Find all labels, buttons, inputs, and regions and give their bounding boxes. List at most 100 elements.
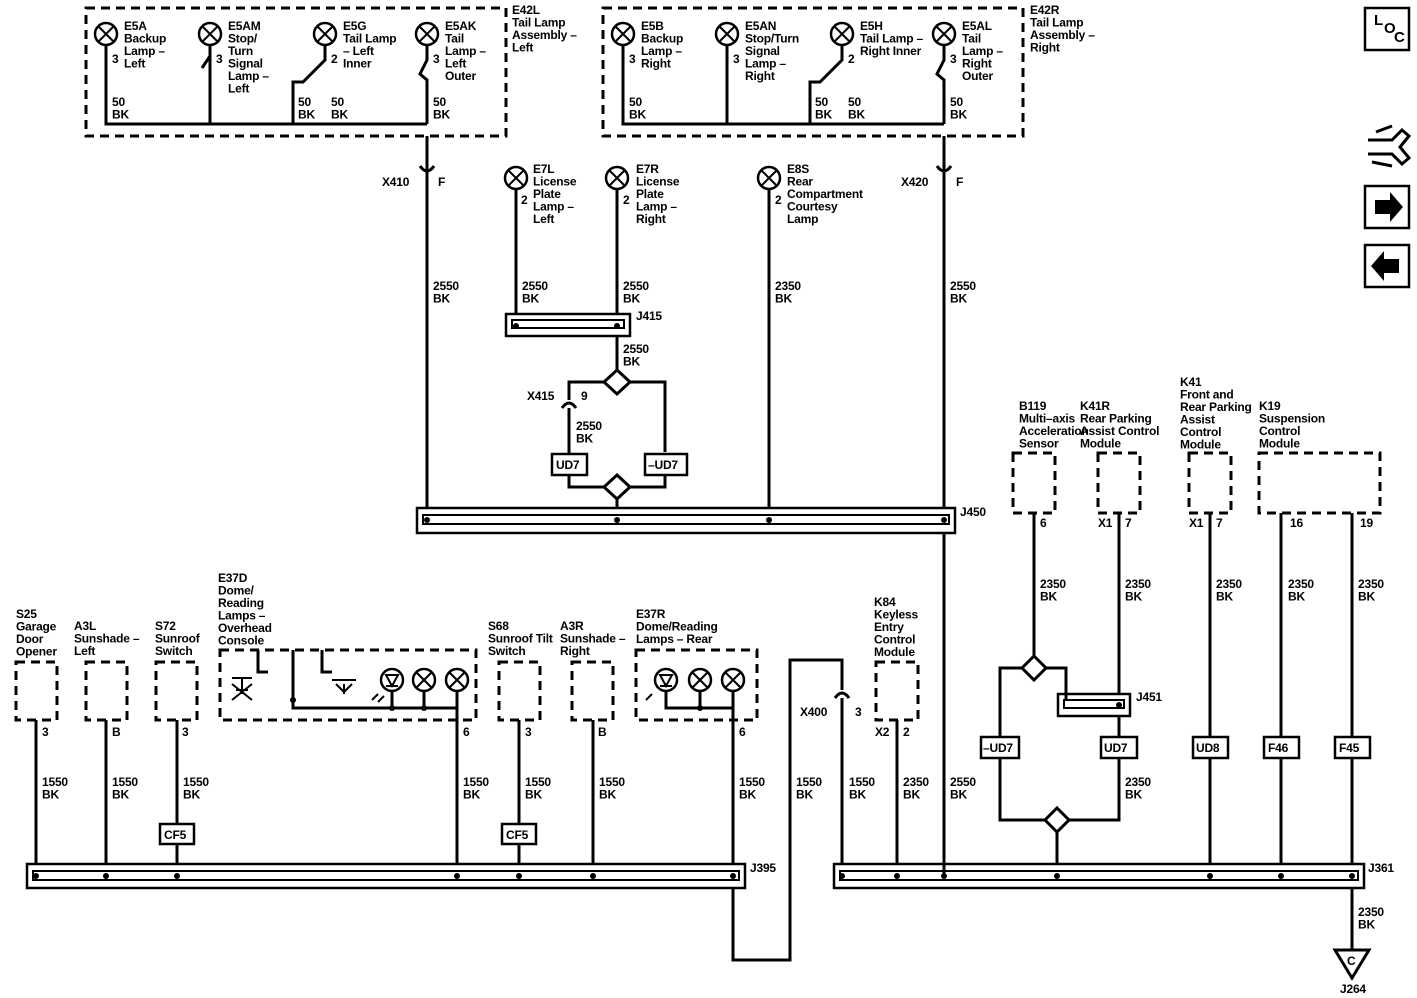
- j451-label: J451: [1136, 690, 1162, 704]
- option-f46: F46: [1268, 741, 1289, 755]
- b119-pin: 6: [1040, 516, 1047, 530]
- option-ud7: UD7: [1104, 741, 1128, 755]
- e5b-lamp-icon: [610, 21, 636, 47]
- e7r-lamp-icon: [604, 165, 630, 191]
- x410-label: X410: [382, 175, 410, 189]
- e5a-pin: 3: [112, 52, 119, 66]
- x410-pin: F: [438, 175, 445, 189]
- option-not-ud7: –UD7: [648, 458, 678, 472]
- s72-pin: 3: [182, 725, 189, 739]
- j361-label: J361: [1368, 861, 1394, 875]
- e37d-pin: 6: [463, 725, 470, 739]
- e5al-pin: 3: [950, 52, 957, 66]
- e8s-lamp-icon: [756, 165, 782, 191]
- dome-lamp-icon: [687, 667, 713, 693]
- k41r-connector: X1: [1098, 516, 1113, 530]
- s72-box: [154, 660, 199, 722]
- connector-icon[interactable]: [1368, 124, 1412, 168]
- ground-symbol: [1332, 948, 1372, 981]
- a3r-pin: B: [598, 725, 607, 739]
- a3l-box: [84, 660, 129, 722]
- option-ud8: UD8: [1196, 741, 1220, 755]
- j361-splice: [832, 862, 1366, 890]
- e7l-pin: 2: [521, 193, 528, 207]
- arrow-right-button[interactable]: [1363, 184, 1411, 230]
- e37d-box: [218, 648, 478, 722]
- e37r-pin: 6: [739, 725, 746, 739]
- arrow-left-button[interactable]: [1363, 243, 1411, 289]
- e5an-lamp-icon: [714, 21, 740, 47]
- option-ud7: UD7: [556, 458, 580, 472]
- x400-pin: 3: [855, 705, 862, 719]
- option-f45: F45: [1339, 741, 1360, 755]
- k41-connector: X1: [1189, 516, 1204, 530]
- j395-label: J395: [750, 861, 776, 875]
- loc-button[interactable]: L O C: [1363, 6, 1411, 52]
- e5al-lamp-icon: [931, 21, 957, 47]
- option-cf5: CF5: [506, 828, 529, 842]
- e5an-pin: 3: [733, 52, 740, 66]
- j450-splice: [415, 506, 957, 535]
- loc-letter: O: [1384, 20, 1396, 37]
- j450-label: J450: [960, 505, 986, 519]
- e8s-pin: 2: [775, 193, 782, 207]
- a3r-box: [570, 660, 615, 722]
- s68-box: [497, 660, 542, 722]
- e42l-assembly-outline: [84, 6, 508, 138]
- option-not-ud7: –UD7: [983, 741, 1013, 755]
- a3l-pin: B: [112, 725, 121, 739]
- b119-box: [1011, 451, 1057, 515]
- e5g-lamp-icon: [312, 21, 338, 47]
- e5g-pin: 2: [331, 52, 338, 66]
- arrow-right-icon: [1375, 192, 1403, 222]
- k41-pin: 7: [1216, 516, 1223, 530]
- loc-letter: L: [1374, 12, 1383, 29]
- e5am-pin: 3: [216, 52, 223, 66]
- dome-lamp-icon: [720, 667, 746, 693]
- e42r-assembly-outline: [601, 6, 1025, 138]
- j264-label: J264: [1340, 982, 1366, 996]
- k41-box: [1187, 451, 1233, 515]
- dome-light-icon: [231, 677, 253, 701]
- led-icon: [371, 667, 405, 703]
- s68-pin: 3: [525, 725, 532, 739]
- x415-label: X415: [527, 389, 555, 403]
- k84-pin: 2: [903, 725, 910, 739]
